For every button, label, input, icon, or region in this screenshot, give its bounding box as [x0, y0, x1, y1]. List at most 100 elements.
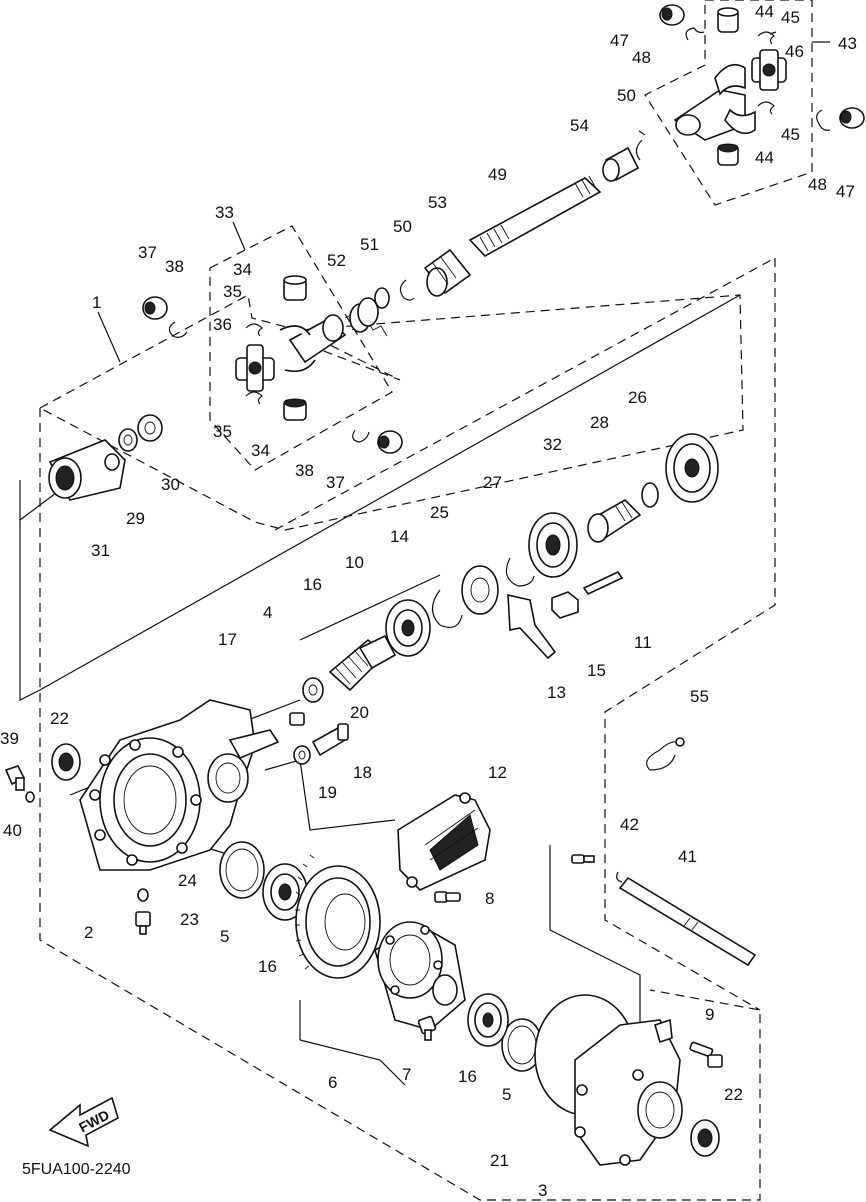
washer-29	[118, 428, 138, 452]
cap-34-bottom	[283, 398, 307, 421]
callout-1: 1	[92, 293, 101, 312]
callout-37b: 37	[326, 473, 345, 492]
callout-17: 17	[218, 630, 237, 649]
bolt-8	[434, 891, 461, 903]
bearing-16a	[385, 599, 431, 657]
callout-30: 30	[161, 475, 180, 494]
cap-44-top	[717, 7, 739, 33]
switch-18	[311, 723, 349, 757]
callout-22a: 22	[50, 709, 69, 728]
callout-21: 21	[490, 1151, 509, 1170]
seal-22b	[690, 1119, 720, 1157]
callout-45b: 45	[781, 125, 800, 144]
seal-22a	[51, 743, 81, 781]
cap-34-top	[283, 275, 307, 301]
callout-44b: 44	[755, 148, 774, 167]
group-outlines	[38, 0, 813, 1201]
callout-45a: 45	[781, 8, 800, 27]
housing-2	[79, 699, 280, 871]
washer-24	[137, 888, 149, 902]
callout-53: 53	[428, 193, 447, 212]
callout-12: 12	[488, 763, 507, 782]
washer-19	[293, 745, 311, 765]
yoke-upper	[673, 63, 756, 141]
washer-40	[25, 791, 35, 803]
shaft-32	[587, 499, 642, 543]
collar-17	[302, 677, 324, 703]
callout-33: 33	[215, 203, 234, 222]
pin-11	[582, 570, 624, 596]
callout-52: 52	[327, 251, 346, 270]
cap-47-top	[659, 4, 685, 26]
bearing-16c	[467, 993, 509, 1047]
callout-26: 26	[628, 388, 647, 407]
yoke-31	[48, 439, 126, 501]
nut-30	[137, 414, 163, 442]
callout-35b: 35	[213, 422, 232, 441]
callout-9: 9	[705, 1005, 714, 1024]
callout-25: 25	[430, 503, 449, 522]
fork-13	[507, 593, 557, 660]
callout-51: 51	[360, 235, 379, 254]
collar-14	[461, 565, 499, 615]
callout-3: 3	[538, 1181, 547, 1200]
fwd-arrow	[48, 1096, 119, 1148]
callout-8: 8	[485, 889, 494, 908]
callout-13: 13	[547, 683, 566, 702]
callout-42: 42	[620, 815, 639, 834]
callout-48b: 48	[808, 175, 827, 194]
callout-22b: 22	[724, 1085, 743, 1104]
callout-24: 24	[178, 871, 197, 890]
shim-5a	[219, 841, 265, 899]
callout-5b: 5	[502, 1085, 511, 1104]
collar-54	[602, 146, 640, 182]
boot-53	[423, 248, 472, 297]
callout-49: 49	[488, 165, 507, 184]
callout-20: 20	[350, 703, 369, 722]
callout-32: 32	[543, 435, 562, 454]
callout-14: 14	[390, 527, 409, 546]
block-15	[551, 591, 579, 619]
pin-42	[571, 854, 595, 864]
callout-50a: 50	[617, 86, 636, 105]
bolt-7	[417, 1015, 437, 1041]
callout-16a: 16	[303, 575, 322, 594]
callout-54: 54	[570, 116, 589, 135]
callout-18: 18	[353, 763, 372, 782]
callout-2: 2	[84, 923, 93, 942]
callout-38a: 38	[165, 257, 184, 276]
callout-36: 36	[213, 315, 232, 334]
cap-37-top	[142, 296, 168, 320]
callout-50b: 50	[393, 217, 412, 236]
diff-case-6	[374, 921, 466, 1031]
parts	[4, 4, 865, 1166]
callout-35a: 35	[223, 282, 242, 301]
callout-27: 27	[483, 473, 502, 492]
callout-38b: 38	[295, 461, 314, 480]
ring-51	[374, 287, 390, 309]
ring-gear	[295, 854, 381, 979]
callout-47b: 47	[836, 182, 855, 201]
spring-52	[344, 297, 388, 337]
oring-28	[641, 482, 659, 508]
callout-23: 23	[180, 910, 199, 929]
spider-36	[235, 344, 275, 392]
callout-10: 10	[345, 553, 364, 572]
callout-41: 41	[678, 847, 697, 866]
callout-48a: 48	[632, 48, 651, 67]
bolt-23	[135, 911, 151, 935]
callout-4: 4	[263, 603, 272, 622]
cap-47-right	[839, 107, 865, 129]
callout-6: 6	[328, 1073, 337, 1092]
callout-44a: 44	[755, 2, 774, 21]
cap-44-bottom	[717, 143, 739, 166]
spider-46	[751, 49, 787, 91]
callout-28: 28	[590, 413, 609, 432]
callout-5a: 5	[220, 927, 229, 946]
bolt-9	[689, 1041, 723, 1068]
callout-46: 46	[785, 42, 804, 61]
shaft-49	[468, 175, 602, 258]
cover-12	[397, 792, 491, 891]
